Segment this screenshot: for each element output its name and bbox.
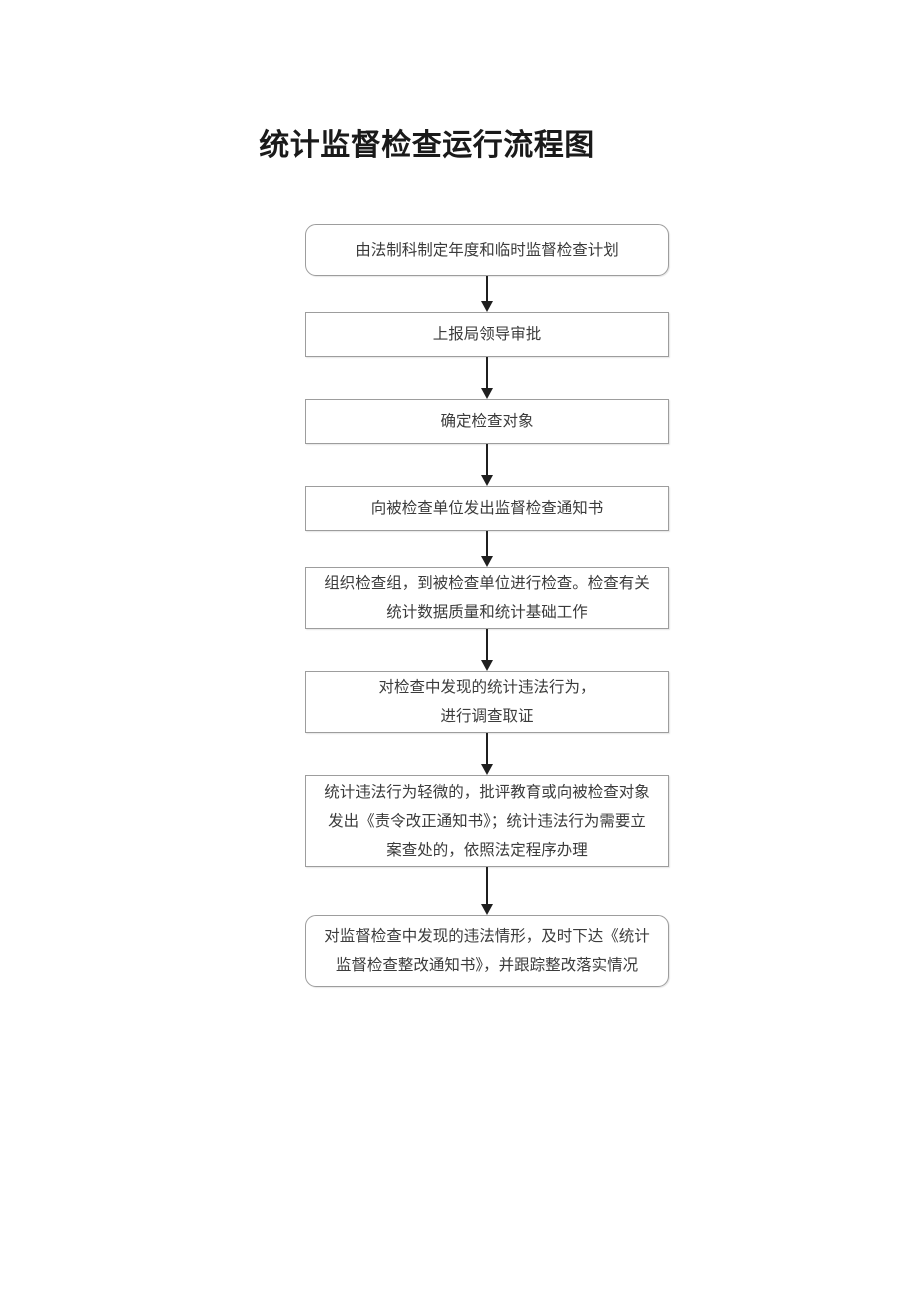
arrow-head-icon	[481, 556, 493, 567]
flow-node-1-label: 由法制科制定年度和临时监督检查计划	[355, 241, 619, 259]
flow-node-3[interactable]: 确定检查对象	[305, 399, 669, 444]
page-title: 统计监督检查运行流程图	[259, 129, 595, 162]
flowchart: 由法制科制定年度和临时监督检查计划 上报局领导审批 确定检查对象 向被检查单位发…	[305, 224, 669, 987]
arrow-head-icon	[481, 301, 493, 312]
flow-node-1[interactable]: 由法制科制定年度和临时监督检查计划	[305, 224, 669, 276]
arrow-node7-to-node8	[305, 867, 669, 915]
flow-node-4-label: 向被检查单位发出监督检查通知书	[370, 500, 604, 517]
flow-node-7[interactable]: 统计违法行为轻微的，批评教育或向被检查对象 发出《责令改正通知书》；统计违法行为…	[305, 775, 669, 867]
flow-node-5-label: 组织检查组，到被检查单位进行检查。检查有关 统计数据质量和统计基础工作	[324, 575, 650, 621]
arrow-node3-to-node4	[305, 444, 669, 486]
arrow-node5-to-node6	[305, 629, 669, 671]
arrow-node2-to-node3	[305, 357, 669, 399]
arrow-head-icon	[481, 764, 493, 775]
flow-node-2[interactable]: 上报局领导审批	[305, 312, 669, 357]
arrow-stem-icon	[486, 629, 488, 662]
flow-node-4[interactable]: 向被检查单位发出监督检查通知书	[305, 486, 669, 531]
flow-node-7-label: 统计违法行为轻微的，批评教育或向被检查对象 发出《责令改正通知书》；统计违法行为…	[324, 783, 650, 859]
arrow-node4-to-node5	[305, 531, 669, 567]
flow-node-5[interactable]: 组织检查组，到被检查单位进行检查。检查有关 统计数据质量和统计基础工作	[305, 567, 669, 629]
arrow-stem-icon	[486, 733, 488, 766]
flow-node-8-label: 对监督检查中发现的违法情形，及时下达《统计 监督检查整改通知书》，并跟踪整改落实…	[324, 928, 650, 974]
arrow-head-icon	[481, 660, 493, 671]
flow-node-6-label: 对检查中发现的统计违法行为， 进行调查取证	[378, 679, 596, 725]
flow-node-2-label: 上报局领导审批	[432, 326, 542, 343]
arrow-head-icon	[481, 904, 493, 915]
arrow-stem-icon	[486, 357, 488, 390]
arrow-stem-icon	[486, 867, 488, 906]
arrow-stem-icon	[486, 276, 488, 303]
flow-node-6[interactable]: 对检查中发现的统计违法行为， 进行调查取证	[305, 671, 669, 733]
arrow-stem-icon	[486, 531, 488, 558]
arrow-node6-to-node7	[305, 733, 669, 775]
arrow-head-icon	[481, 388, 493, 399]
arrow-head-icon	[481, 475, 493, 486]
arrow-node1-to-node2	[305, 276, 669, 312]
flow-node-3-label: 确定检查对象	[440, 413, 534, 430]
arrow-stem-icon	[486, 444, 488, 477]
flow-node-8[interactable]: 对监督检查中发现的违法情形，及时下达《统计 监督检查整改通知书》，并跟踪整改落实…	[305, 915, 669, 987]
